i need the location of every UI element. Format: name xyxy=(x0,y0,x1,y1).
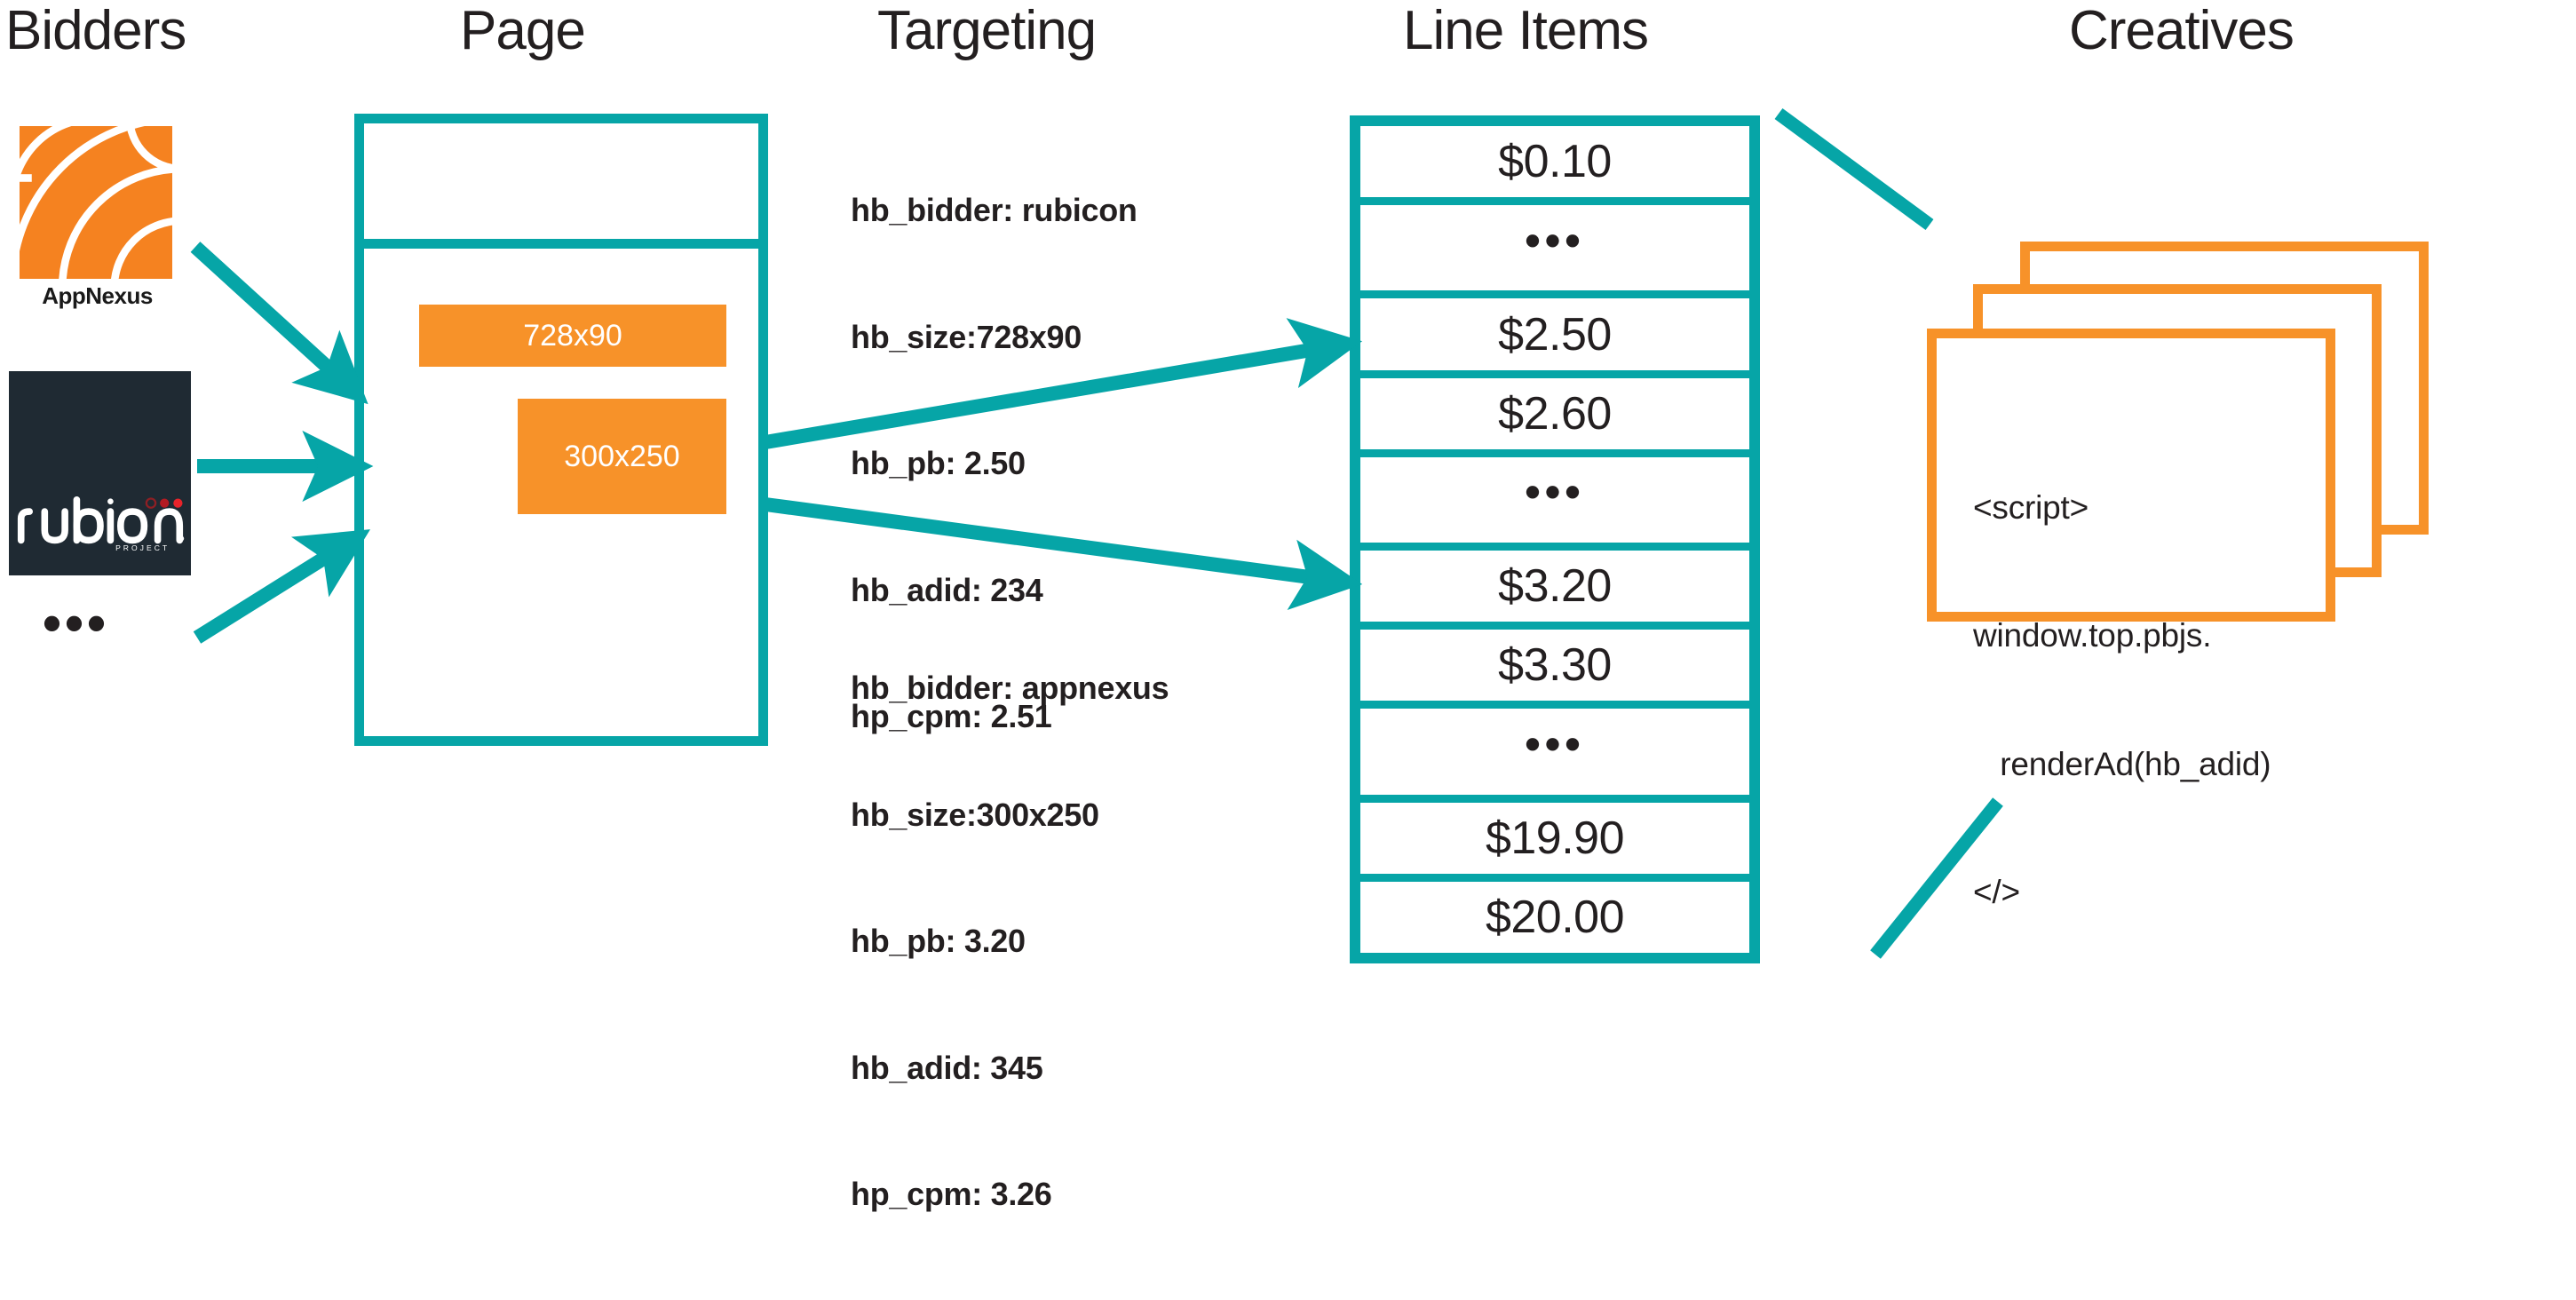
line-item-row: ••• xyxy=(1360,205,1749,299)
diagram-canvas: Bidders Page Targeting Line Items Creati… xyxy=(5,0,2429,1212)
targeting-block-rubicon: hb_bidder: rubicon hb_size:728x90 hb_pb:… xyxy=(851,105,1137,822)
page-box: 728x90 300x250 xyxy=(354,114,768,746)
column-header-bidders: Bidders xyxy=(5,0,186,61)
line-item-row[interactable]: $2.50 xyxy=(1360,298,1749,378)
ad-slot-300x250[interactable]: 300x250 xyxy=(518,399,726,514)
arrow-appnexus-to-page xyxy=(190,242,369,405)
targeting-line: hb_adid: 345 xyxy=(851,1049,1043,1086)
targeting-line: hb_size:728x90 xyxy=(851,318,1082,355)
targeting-line: hb_bidder: rubicon xyxy=(851,192,1137,229)
creative-code-line: window.top.pbjs. xyxy=(1973,617,2212,654)
targeting-line: hb_size:300x250 xyxy=(851,796,1099,833)
targeting-line: hb_bidder: appnexus xyxy=(851,670,1169,707)
appnexus-logo-icon xyxy=(8,115,180,287)
line-item-row[interactable]: $3.20 xyxy=(1360,551,1749,630)
line-item-row[interactable]: $2.60 xyxy=(1360,378,1749,457)
appnexus-label: AppNexus xyxy=(42,282,153,309)
targeting-line: hp_cpm: 3.26 xyxy=(851,1176,1052,1213)
page-divider xyxy=(364,239,758,249)
column-header-page: Page xyxy=(460,0,586,61)
column-header-line-items: Line Items xyxy=(1403,0,1649,61)
creative-code-snippet: <script> window.top.pbjs. renderAd(hb_ad… xyxy=(1973,401,2271,999)
line-item-row: ••• xyxy=(1360,457,1749,551)
column-header-creatives: Creatives xyxy=(2069,0,2295,61)
ad-slot-728x90[interactable]: 728x90 xyxy=(419,305,726,367)
targeting-line: hb_pb: 2.50 xyxy=(851,445,1026,482)
creative-code-line: </> xyxy=(1973,874,2020,911)
arrow-others-to-page xyxy=(193,529,370,644)
line-item-row[interactable]: $0.10 xyxy=(1360,126,1749,206)
targeting-line: hp_cpm: 2.51 xyxy=(851,698,1052,735)
targeting-line: hb_pb: 3.20 xyxy=(851,923,1026,960)
line-item-row[interactable]: $20.00 xyxy=(1485,891,1625,943)
creative-code-line: renderAd(hb_adid) xyxy=(1973,745,2271,782)
line-item-row: ••• xyxy=(1360,709,1749,803)
rubicon-logo-icon: PROJECT xyxy=(9,371,191,575)
creative-code-line: <script> xyxy=(1973,489,2089,527)
line-item-row[interactable]: $3.30 xyxy=(1360,630,1749,709)
creative-card-front[interactable] xyxy=(1927,329,2335,622)
connector-lineitems-to-creatives-top xyxy=(1774,107,1934,231)
line-item-row[interactable]: $19.90 xyxy=(1360,803,1749,882)
line-items-list: $0.10 ••• $2.50 $2.60 ••• $3.20 $3.30 ••… xyxy=(1350,115,1760,963)
bidders-ellipsis: ••• xyxy=(43,593,110,653)
column-header-targeting: Targeting xyxy=(877,0,1097,61)
svg-text:PROJECT: PROJECT xyxy=(115,543,170,552)
targeting-block-appnexus: hb_bidder: appnexus hb_size:300x250 hb_p… xyxy=(851,583,1169,1300)
